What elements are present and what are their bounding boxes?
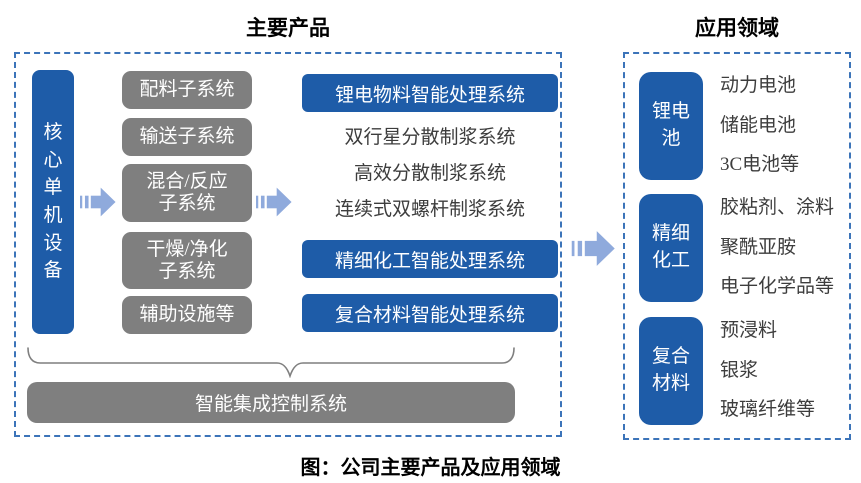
category-box-lithium-battery: 锂电 池 bbox=[639, 72, 703, 180]
subsystem-box-conveying: 输送子系统 bbox=[122, 118, 252, 156]
subsystem-box-auxiliary: 辅助设施等 bbox=[122, 296, 252, 334]
main-products-title: 主要产品 bbox=[246, 16, 330, 40]
products-panel: 核 心 单 机 设 备 配料子系统 输送子系统 混合/反应 子系统 干燥/净化 … bbox=[14, 52, 562, 437]
application-item: 储能电池 bbox=[720, 114, 797, 136]
subsystem-box-mixing-reaction: 混合/反应 子系统 bbox=[122, 164, 252, 222]
application-item-list: 胶粘剂、涂料 聚酰亚胺 电子化学品等 bbox=[720, 194, 843, 302]
application-item: 动力电池 bbox=[720, 75, 797, 96]
application-item: 玻璃纤维等 bbox=[720, 399, 816, 421]
application-areas-title: 应用领域 bbox=[695, 16, 779, 40]
product-box-fine-chemical-system: 精细化工智能处理系统 bbox=[302, 240, 558, 278]
category-box-composite-materials: 复合 材料 bbox=[639, 317, 703, 425]
application-item: 银浆 bbox=[720, 359, 759, 381]
subsystem-box-drying-purification: 干燥/净化 子系统 bbox=[122, 232, 252, 289]
application-item: 聚酰亚胺 bbox=[720, 236, 797, 258]
flow-arrow-icon bbox=[256, 187, 292, 217]
core-equipment-box: 核 心 单 机 设 备 bbox=[32, 70, 74, 334]
category-box-fine-chemicals: 精细 化工 bbox=[639, 194, 703, 302]
application-group-composite-materials: 复合 材料 预浸料 银浆 玻璃纤维等 bbox=[639, 317, 843, 425]
flow-arrow-icon bbox=[80, 187, 116, 217]
application-group-fine-chemicals: 精细 化工 胶粘剂、涂料 聚酰亚胺 电子化学品等 bbox=[639, 194, 843, 302]
applications-panel: 锂电 池 动力电池 储能电池 3C电池等 精细 化工 胶粘剂、涂料 聚酰亚胺 电… bbox=[623, 52, 851, 440]
subsystem-box-batching: 配料子系统 bbox=[122, 71, 252, 109]
product-line-planetary-slurry-system: 双行星分散制浆系统 bbox=[344, 126, 516, 148]
application-group-lithium-battery: 锂电 池 动力电池 储能电池 3C电池等 bbox=[639, 72, 843, 180]
application-item-list: 动力电池 储能电池 3C电池等 bbox=[720, 72, 843, 180]
horizontal-curly-brace-icon bbox=[27, 347, 515, 378]
flow-arrow-icon bbox=[571, 231, 615, 266]
application-item: 预浸料 bbox=[720, 320, 778, 341]
product-line-twin-screw-slurry-system: 连续式双螺杆制浆系统 bbox=[334, 198, 525, 220]
application-item-list: 预浸料 银浆 玻璃纤维等 bbox=[720, 317, 843, 425]
application-item: 3C电池等 bbox=[720, 154, 800, 176]
product-box-composite-material-system: 复合材料智能处理系统 bbox=[302, 294, 558, 332]
figure-caption: 图：公司主要产品及应用领域 bbox=[300, 457, 561, 479]
product-line-high-efficiency-slurry-system: 高效分散制浆系统 bbox=[353, 162, 506, 184]
application-item: 电子化学品等 bbox=[720, 276, 835, 298]
product-box-lithium-material-system: 锂电物料智能处理系统 bbox=[302, 74, 558, 112]
application-item: 胶粘剂、涂料 bbox=[720, 197, 835, 218]
control-system-box: 智能集成控制系统 bbox=[27, 382, 515, 423]
